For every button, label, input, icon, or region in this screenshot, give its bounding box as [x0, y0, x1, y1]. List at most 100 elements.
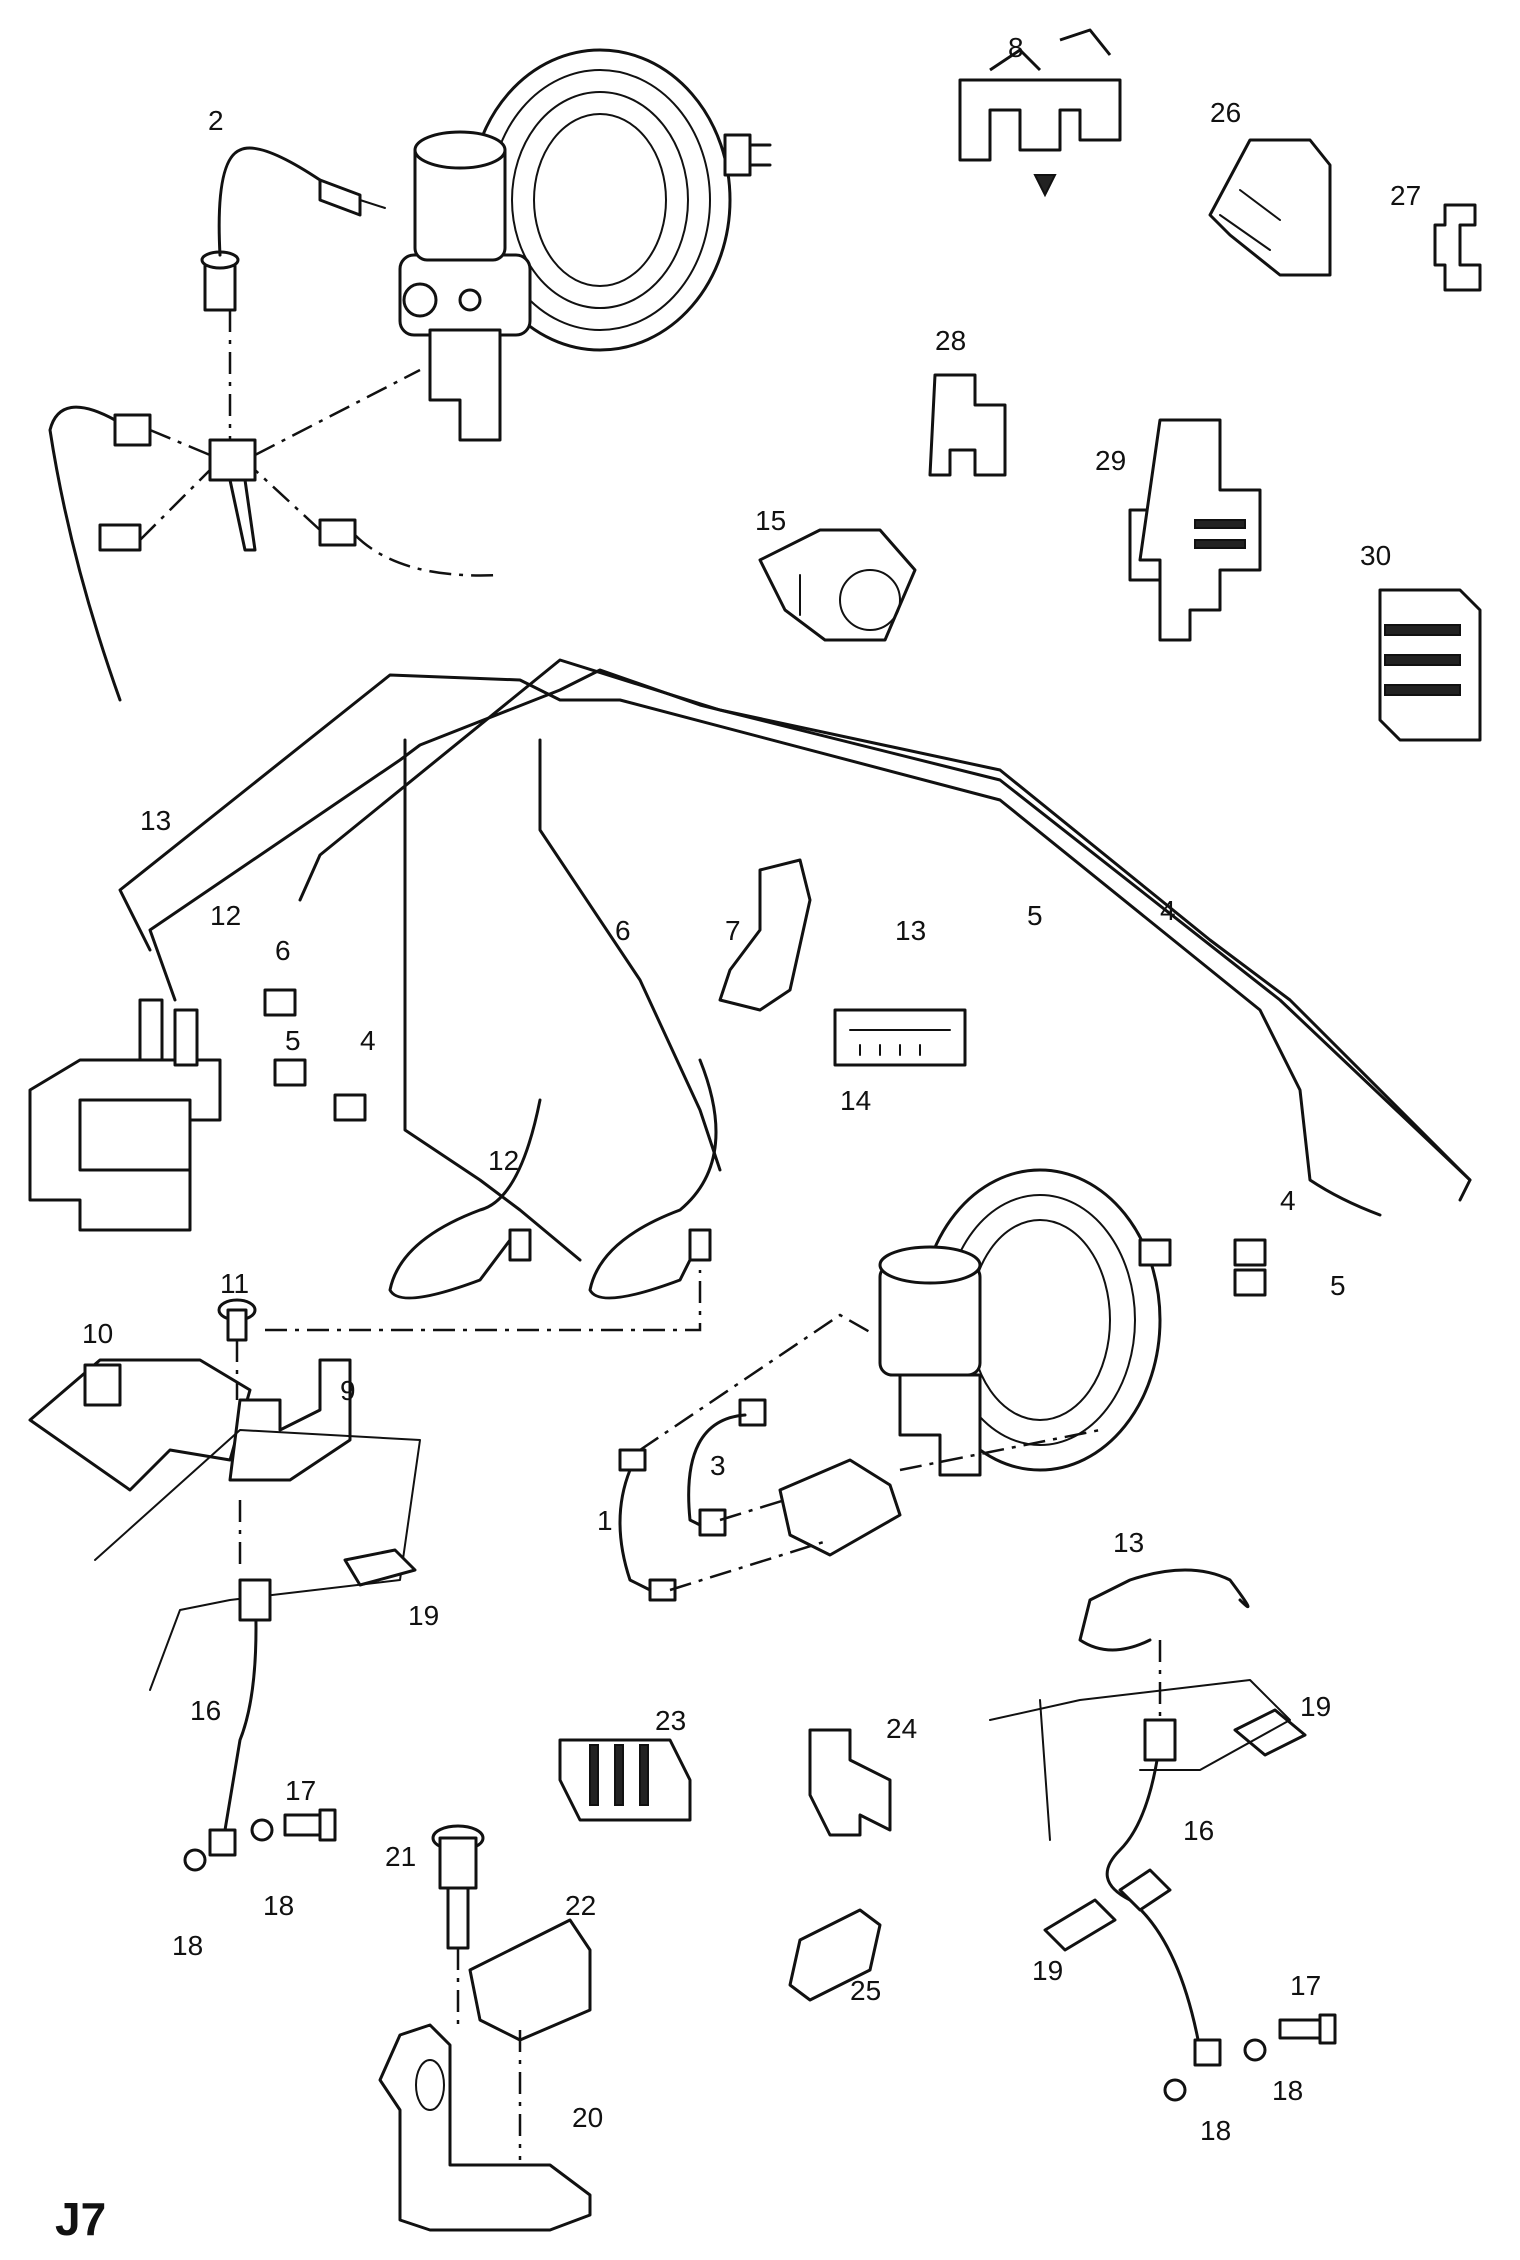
callout-13b: 13 — [895, 915, 926, 946]
callout-5b: 5 — [1027, 900, 1043, 931]
brake-booster-top — [468, 48, 772, 352]
fitting-top-3 — [98, 413, 357, 552]
clip-26 — [1208, 138, 1332, 277]
clip-19-right-a — [1233, 1708, 1307, 1757]
brake-pipe-3 — [687, 1413, 747, 1527]
callout-2: 2 — [208, 105, 224, 136]
hydraulic-unit-left — [28, 998, 222, 1232]
brake-pipe-6-loop — [588, 1058, 718, 1300]
callout-11: 11 — [220, 1268, 249, 1299]
brake-pipe-1 — [618, 1468, 652, 1592]
callout-15: 15 — [755, 505, 786, 536]
clip-28 — [928, 373, 1007, 477]
fitting-1 — [618, 1448, 677, 1602]
callout-25: 25 — [850, 1975, 881, 2006]
callout-26: 26 — [1210, 97, 1241, 128]
callout-19c: 19 — [1032, 1955, 1063, 1986]
callout-3: 3 — [710, 1450, 726, 1481]
clip-30 — [1378, 588, 1482, 742]
callout-16a: 16 — [190, 1695, 221, 1726]
callout-21: 21 — [385, 1841, 416, 1872]
fitting-mid-right — [1138, 1238, 1267, 1297]
callout-18c: 18 — [1272, 2075, 1303, 2106]
callout-22: 22 — [565, 1890, 596, 1921]
callout-19a: 19 — [408, 1600, 439, 1631]
assembly-line-bottom-mid — [456, 1948, 522, 2160]
callout-30: 30 — [1360, 540, 1391, 571]
washer-18-right-b — [1243, 2038, 1267, 2062]
callout-10: 10 — [82, 1318, 113, 1349]
assembly-line-left — [235, 1270, 702, 1570]
master-cylinder-mid — [878, 1245, 982, 1477]
brake-pipe-4-long — [298, 658, 1472, 1182]
brake-pipe-2 — [217, 146, 322, 257]
callout-27: 27 — [1390, 180, 1421, 211]
assembly-line-top-4 — [139, 428, 321, 541]
page-label: J7 — [55, 2193, 106, 2245]
assembly-line-mid-right — [639, 1313, 1101, 1592]
fitting-top-2 — [200, 250, 240, 312]
clip-15 — [758, 528, 917, 642]
junction-block-top — [208, 438, 257, 552]
washer-18-left-a — [183, 1848, 207, 1872]
brake-pipe-12-long — [403, 738, 582, 1262]
fitting-mid-pipes — [508, 1228, 712, 1262]
callout-5a: 5 — [285, 1025, 301, 1056]
fitting-mid-5 — [273, 1058, 307, 1087]
callout-13a: 13 — [140, 805, 171, 836]
callout-18a: 18 — [263, 1890, 294, 1921]
callout-6a: 6 — [275, 935, 291, 966]
assembly-line-top-3 — [354, 534, 501, 577]
callout-12a: 12 — [210, 900, 241, 931]
floor-outline-left — [94, 1429, 421, 1691]
clip-25 — [788, 1908, 882, 2002]
connector-14 — [833, 1008, 967, 1067]
callout-18b: 18 — [172, 1930, 203, 1961]
hose-16-left — [208, 1578, 272, 1857]
callout-20: 20 — [572, 2102, 603, 2133]
clip-29 — [1128, 418, 1262, 642]
callout-4c: 4 — [1280, 1185, 1296, 1216]
clip-22 — [468, 1918, 592, 2042]
brake-pipe-6-long — [538, 738, 722, 1172]
callout-13c: 13 — [1113, 1527, 1144, 1558]
fitting-mid-4 — [333, 1093, 367, 1122]
washer-18-left-b — [250, 1818, 274, 1842]
bracket-9 — [228, 1358, 352, 1482]
callout-8: 8 — [1008, 32, 1024, 63]
brake-pipe-top-long — [48, 405, 122, 702]
callout-5c: 5 — [1330, 1270, 1346, 1301]
callout-24: 24 — [886, 1713, 917, 1744]
clip-19-right-b — [1043, 1898, 1117, 1952]
bracket-20 — [378, 2023, 592, 2232]
bolt-17-left — [283, 1808, 337, 1842]
master-cylinder-top — [398, 130, 532, 442]
clip-8 — [958, 28, 1122, 198]
assembly-line-top-2 — [254, 368, 421, 457]
callout-4a: 4 — [360, 1025, 376, 1056]
brake-pipe-13-right — [1078, 1568, 1250, 1652]
callout-6b: 6 — [615, 915, 631, 946]
brake-pipe-12-loop — [388, 1098, 542, 1300]
callout-4b: 4 — [1160, 895, 1176, 926]
callout-9: 9 — [340, 1375, 356, 1406]
bolt-17-right — [1278, 2013, 1337, 2045]
callout-18d: 18 — [1200, 2115, 1231, 2146]
fitting-mid-6 — [263, 988, 297, 1017]
bolt-21 — [431, 1824, 485, 1950]
floor-outline-right — [989, 1679, 1291, 1841]
callout-12b: 12 — [488, 1145, 519, 1176]
clip-24 — [808, 1728, 892, 1837]
callout-17a: 17 — [285, 1775, 316, 1806]
callout-29: 29 — [1095, 445, 1126, 476]
bolt-11 — [217, 1298, 257, 1342]
callout-7: 7 — [725, 915, 741, 946]
callout-28: 28 — [935, 325, 966, 356]
clip-23 — [558, 1738, 692, 1822]
washer-18-right-a — [1163, 2078, 1187, 2102]
brake-pipe-13-long — [118, 673, 1382, 1217]
bracket-10 — [28, 1358, 252, 1492]
callout-1: 1 — [597, 1505, 613, 1536]
clip-19-left — [343, 1548, 417, 1587]
